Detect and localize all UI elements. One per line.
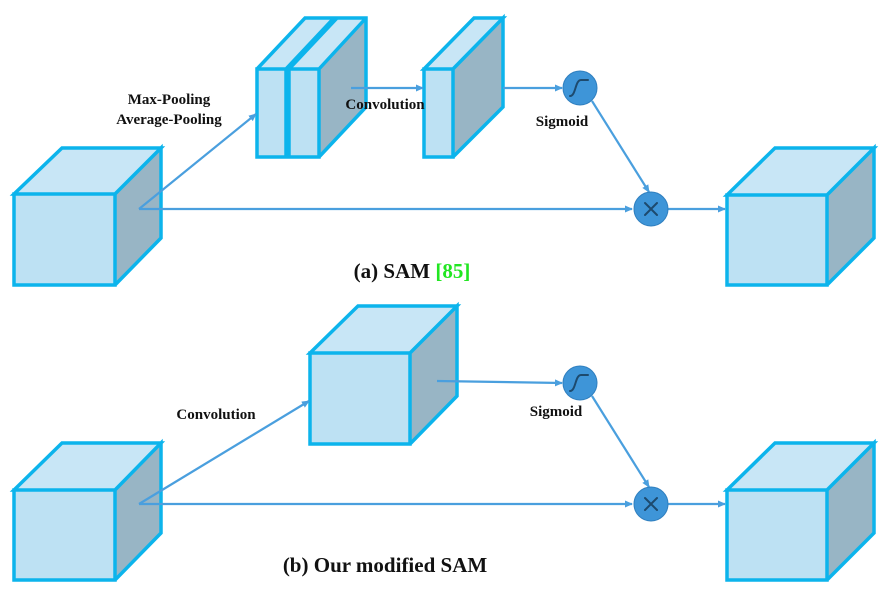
label-convolution-a: Convolution — [345, 97, 425, 113]
arrow-to-conv-b — [138, 400, 310, 505]
sigmoid-operator-a — [562, 70, 598, 106]
multiply-x-icon — [644, 497, 658, 511]
caption-a: (a) SAM [85] — [354, 259, 471, 283]
arrow-to-pooling — [138, 113, 257, 210]
caption-a-citation[interactable]: [85] — [435, 259, 470, 283]
multiply-operator-a — [633, 191, 669, 227]
arrow-sigmoid-to-multiply-a — [591, 100, 650, 193]
multiply-x-icon — [644, 202, 658, 216]
conv-output-cube-b — [305, 301, 462, 446]
conv-output-slab-a — [419, 13, 508, 159]
panel-b: Convolution Sigmoid (b) Our modified SAM — [9, 301, 879, 582]
caption-a-text: (a) SAM — [354, 259, 431, 283]
sigmoid-curve-icon — [569, 374, 589, 392]
avg-pool-slab — [289, 69, 319, 157]
input-feature-cube-b — [9, 438, 166, 582]
output-feature-cube-b — [722, 438, 879, 582]
max-pool-slab — [257, 69, 286, 157]
panel-a: Max-Pooling Average-Pooling Convolution … — [9, 13, 879, 287]
sigmoid-curve-icon — [569, 79, 589, 97]
caption-b: (b) Our modified SAM — [283, 553, 488, 577]
sigmoid-operator-b — [562, 365, 598, 401]
output-feature-cube-a — [722, 143, 879, 287]
label-average-pooling: Average-Pooling — [116, 112, 222, 128]
label-sigmoid-b: Sigmoid — [530, 404, 583, 420]
pooled-feature-slabs — [255, 16, 368, 159]
label-sigmoid-a: Sigmoid — [536, 114, 589, 130]
input-feature-cube-a — [9, 143, 166, 287]
label-convolution-b: Convolution — [176, 407, 256, 423]
arrow-sigmoid-to-multiply-b — [591, 395, 650, 488]
arrow-to-sigmoid-b — [436, 379, 563, 387]
multiply-operator-b — [633, 486, 669, 522]
label-max-pooling: Max-Pooling — [128, 92, 211, 108]
